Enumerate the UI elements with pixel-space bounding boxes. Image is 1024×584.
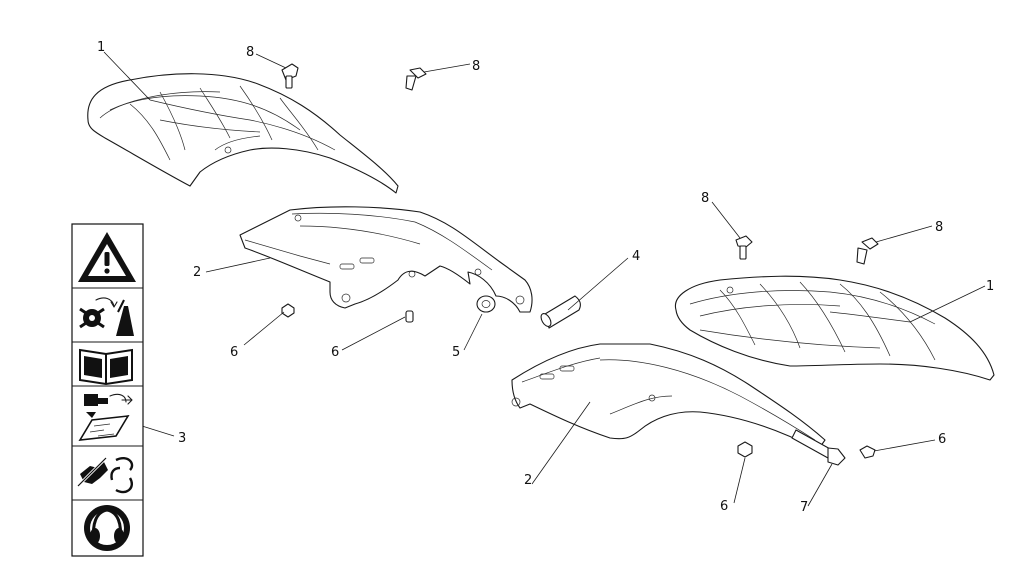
callout-6-right: 6 [938, 432, 946, 447]
callout-6-lower: 6 [720, 499, 728, 514]
callout-4: 4 [632, 249, 640, 264]
bolt-right-upper [735, 235, 753, 260]
hood-cover-right [674, 275, 995, 381]
maintenance-manual-icon [78, 393, 133, 441]
callout-7: 7 [800, 500, 808, 515]
nut-lower [737, 441, 753, 458]
callout-6-left: 6 [230, 345, 238, 360]
warning-triangle-icon [78, 232, 136, 282]
nut-left [281, 303, 295, 318]
long-bolt [791, 429, 846, 466]
callout-6-center: 6 [331, 345, 339, 360]
callout-1-top: 1 [97, 40, 105, 55]
bolt-top-mid [405, 67, 427, 91]
callout-5: 5 [452, 345, 460, 360]
callout-8-top-mid: 8 [472, 59, 480, 74]
callout-8-top-left: 8 [246, 45, 254, 60]
side-deflector-upper [239, 206, 533, 313]
rotating-tines-hazard-icon [79, 297, 134, 336]
hood-cover-left [87, 73, 399, 194]
callout-8-right-mid: 8 [935, 220, 943, 235]
ear-protection-icon [84, 505, 130, 551]
callout-2-upper: 2 [193, 265, 201, 280]
pin-center [405, 310, 414, 323]
leader-lines [103, 51, 986, 507]
no-hands-rotating-parts-icon [76, 456, 134, 494]
bushing [476, 295, 496, 313]
callout-2-lower: 2 [524, 473, 532, 488]
warning-decal [71, 223, 144, 557]
callout-8-right-upper: 8 [701, 191, 709, 206]
spacer-tube [540, 295, 581, 329]
nut-right [859, 445, 876, 459]
read-manual-icon [79, 348, 133, 386]
callout-3: 3 [178, 431, 186, 446]
bolt-right-mid [856, 237, 879, 265]
callout-1-right: 1 [986, 279, 994, 294]
side-deflector-lower [511, 343, 826, 451]
